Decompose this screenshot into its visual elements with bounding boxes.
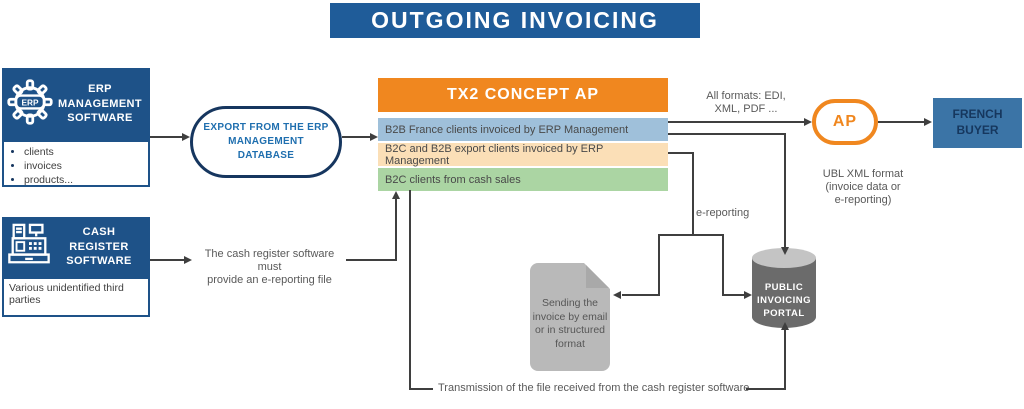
- erp-gear-icon: ERP: [6, 78, 54, 131]
- cash-register-subtitle: Various unidentified third parties: [2, 277, 150, 317]
- ubl-xml-label: UBL XML format (invoice data or e-report…: [822, 168, 904, 207]
- tx2-row-b2c-b2b-export: B2C and B2B export clients invoiced by E…: [378, 143, 668, 167]
- connector-peach-out: [668, 152, 694, 154]
- connector-transmission-right-h: [746, 388, 786, 390]
- tx2-row-b2b-france: B2B France clients invoiced by ERP Manag…: [378, 118, 668, 141]
- portal-cylinder-body: [752, 258, 816, 328]
- erp-software-header: ERP ERP MANAGEMENT SOFTWARE: [2, 68, 150, 140]
- erp-list-item: products...: [24, 174, 148, 187]
- connector-split-horizontal: [658, 234, 724, 236]
- arrowhead-into-document: [613, 291, 621, 299]
- arrowhead-into-green-row: [392, 191, 400, 199]
- public-invoicing-portal-node: PUBLIC INVOICING PORTAL: [752, 248, 816, 332]
- erp-software-list: clients invoices products...: [2, 140, 150, 187]
- connector-cash-to-note: [150, 259, 184, 261]
- arrowhead-tx2-to-ap: [804, 118, 812, 126]
- connector-note-elbow: [346, 259, 396, 261]
- connector-tx2-to-portal-top: [668, 133, 786, 135]
- connector-to-document: [622, 294, 660, 296]
- connector-split-right-down: [722, 234, 724, 296]
- cash-register-node: CASH REGISTER SOFTWARE Various unidentif…: [2, 217, 150, 317]
- ap-node: AP: [812, 99, 878, 145]
- connector-peach-down: [692, 152, 694, 236]
- connector-transmission-up: [784, 330, 786, 390]
- cash-register-title: CASH REGISTER SOFTWARE: [66, 225, 132, 268]
- erp-software-title: ERP MANAGEMENT SOFTWARE: [57, 82, 143, 125]
- connector-split-left-down: [658, 234, 660, 296]
- arrowhead-into-portal-top: [781, 247, 789, 255]
- tx2-concept-header: TX2 CONCEPT AP: [378, 78, 668, 112]
- connector-export-to-tx2: [342, 136, 370, 138]
- connector-to-portal-left: [722, 294, 746, 296]
- connector-ap-to-buyer: [878, 121, 924, 123]
- cash-note-label: The cash register software must provide …: [204, 248, 335, 287]
- export-database-label: EXPORT FROM THE ERP MANAGEMENT DATABASE: [203, 122, 329, 161]
- erp-list-item: invoices: [24, 160, 148, 173]
- erp-software-node: ERP ERP MANAGEMENT SOFTWARE clients invo…: [2, 68, 150, 187]
- all-formats-label: All formats: EDI, XML, PDF ...: [706, 90, 786, 116]
- arrowhead-into-portal-left: [744, 291, 752, 299]
- arrowhead-ap-to-buyer: [924, 118, 932, 126]
- arrowhead-cash-to-note: [184, 256, 192, 264]
- portal-cylinder-top: [752, 248, 816, 268]
- erp-list-item: clients: [24, 146, 148, 159]
- connector-transmission-left-h: [409, 388, 433, 390]
- arrowhead-export-to-tx2: [370, 133, 378, 141]
- invoice-document-shape: Sending the invoice by email or in struc…: [530, 263, 610, 371]
- e-reporting-label: e-reporting: [696, 207, 750, 219]
- connector-tx2-to-portal-vertical: [784, 133, 786, 247]
- french-buyer-node: FRENCH BUYER: [933, 98, 1022, 148]
- arrowhead-erp-to-export: [182, 133, 190, 141]
- transmission-label: Transmission of the file received from t…: [438, 382, 750, 394]
- connector-erp-to-export: [150, 136, 182, 138]
- svg-text:ERP: ERP: [21, 97, 39, 107]
- tx2-row-b2c-cash-sales: B2C clients from cash sales: [378, 168, 668, 191]
- invoice-document-label: Sending the invoice by email or in struc…: [532, 297, 608, 350]
- portal-label: PUBLIC INVOICING PORTAL: [756, 282, 812, 319]
- page-title: OUTGOING INVOICING: [330, 3, 700, 38]
- cash-register-icon: [6, 222, 52, 273]
- connector-transmission-left-down: [409, 190, 411, 390]
- export-database-node: EXPORT FROM THE ERP MANAGEMENT DATABASE: [190, 106, 342, 178]
- arrowhead-into-portal-bottom: [781, 322, 789, 330]
- connector-tx2-to-ap: [668, 121, 804, 123]
- document-fold-flap: [586, 265, 609, 288]
- cash-register-header: CASH REGISTER SOFTWARE: [2, 217, 150, 277]
- connector-note-up: [395, 199, 397, 261]
